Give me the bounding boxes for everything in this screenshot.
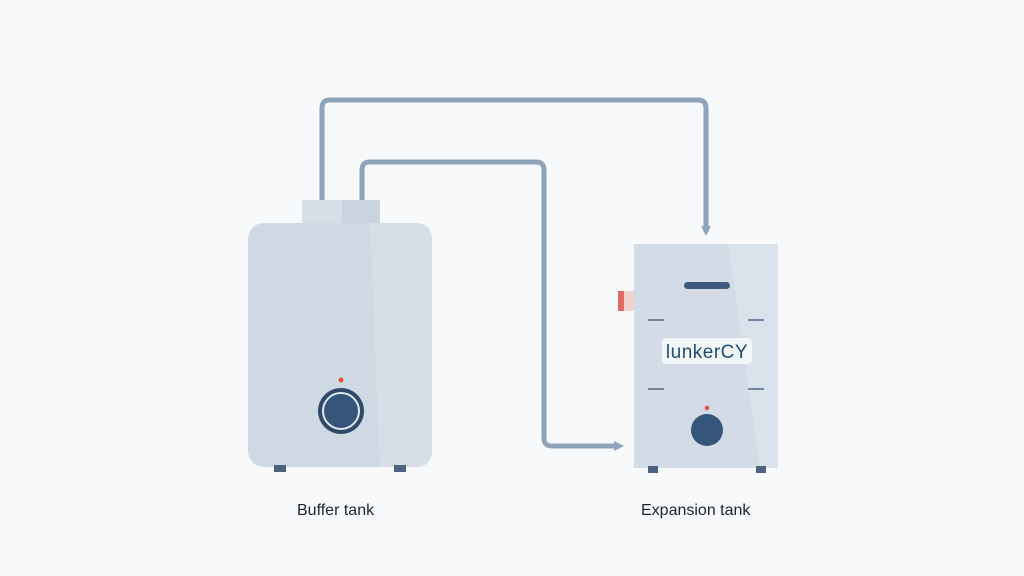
expansion-tank-caption: Expansion tank <box>641 502 751 519</box>
buffer-tank-caption: Buffer tank <box>297 502 375 519</box>
buffer-tank-foot-right <box>394 465 406 472</box>
buffer-tank <box>248 200 432 472</box>
brand-label: lunkerCY <box>666 342 748 363</box>
expansion-tank: lunkerCY <box>618 244 778 473</box>
top-vent-slot <box>684 282 730 289</box>
inner-pipe <box>359 159 624 451</box>
expansion-tank-knob <box>691 414 723 446</box>
expansion-tank-foot-left <box>648 466 658 473</box>
buffer-tank-foot-left <box>274 465 286 472</box>
indicator-dot <box>704 405 710 411</box>
expansion-tank-foot-right <box>756 466 766 473</box>
indicator-dot <box>338 377 344 383</box>
outer-pipe <box>319 97 711 236</box>
buffer-tank-knob <box>322 392 360 430</box>
brand-plate <box>662 338 752 364</box>
